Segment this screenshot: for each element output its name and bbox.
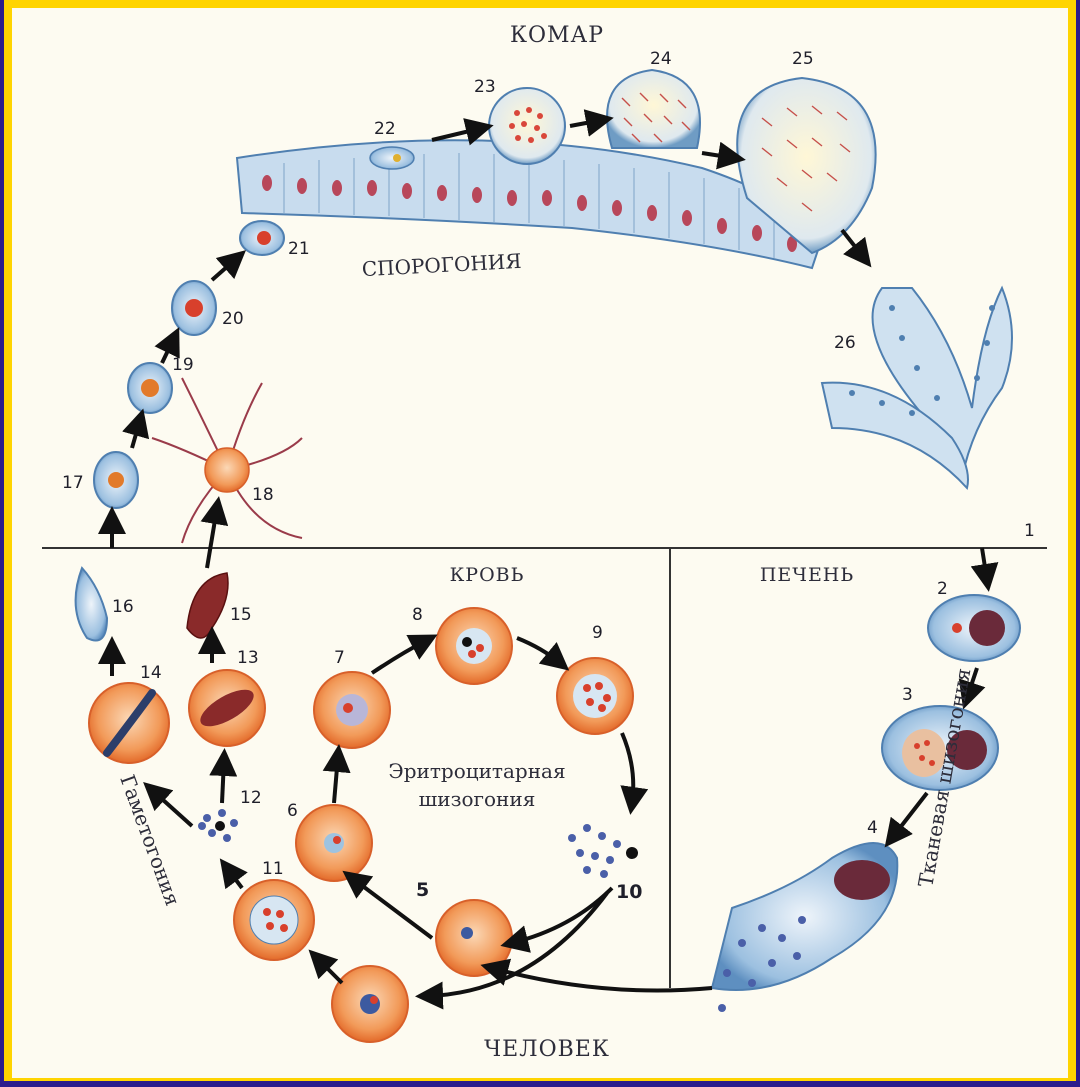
stage-6-label: 6: [287, 801, 298, 821]
stage-7-label: 7: [334, 648, 345, 668]
stage-21-label: 21: [288, 239, 310, 259]
rbc-5: [436, 900, 512, 976]
stage-5-label: 5: [416, 879, 429, 901]
salivary-gland-26: [822, 288, 1012, 488]
gametocyte-16: [76, 568, 107, 641]
stage-22-label: 22: [374, 119, 396, 139]
region-human-label: ЧЕЛОВЕК: [484, 1037, 610, 1062]
erythrocytic-schizogony-line2: шизогония: [419, 787, 536, 811]
liver-schizont-4: [712, 843, 897, 1012]
stage-20-label: 20: [222, 309, 244, 329]
stage-8-label: 8: [412, 605, 423, 625]
zygote-17: [94, 452, 138, 508]
oocyst-23: [489, 88, 565, 164]
merozoites-10: [568, 824, 638, 878]
stage-26-label: 26: [834, 333, 856, 353]
cell-20: [172, 281, 216, 335]
rbc-7: [314, 672, 390, 748]
microgametocyte-18: [152, 378, 302, 543]
ookinete-22: [370, 147, 414, 169]
region-blood-label: КРОВЬ: [450, 564, 525, 586]
stage-4-label: 4: [867, 818, 878, 838]
stage-18-label: 18: [252, 485, 274, 505]
stage-16-label: 16: [112, 597, 134, 617]
stage-13-label: 13: [237, 648, 259, 668]
stage-24-label: 24: [650, 49, 672, 69]
rbc-8: [436, 608, 512, 684]
stage-3-label: 3: [902, 685, 913, 705]
rbc-11: [234, 880, 314, 960]
ookinete-22-nucleus: [393, 154, 401, 162]
gametogony-label: Гаметогония: [115, 772, 185, 909]
diagram-canvas: КОМАР ЧЕЛОВЕК КРОВЬ ПЕЧЕНЬ СПОРОГОНИЯ Эр…: [4, 0, 1076, 1081]
stage-1-label: 1: [1024, 521, 1035, 541]
oocyst-24: [607, 70, 700, 148]
region-mosquito-label: КОМАР: [510, 23, 604, 48]
merozoite-cluster-12: [198, 809, 238, 842]
sporogony-label: СПОРОГОНИЯ: [361, 249, 522, 281]
hepatocyte-2: [928, 595, 1020, 661]
rbc-6: [296, 805, 372, 881]
gametocyte-15: [187, 573, 228, 638]
stage-25-label: 25: [792, 49, 814, 69]
rbc-13: [189, 670, 265, 746]
region-liver-label: ПЕЧЕНЬ: [760, 564, 854, 586]
stage-19-label: 19: [172, 355, 194, 375]
stage-10-label: 10: [616, 881, 642, 903]
rbc-14: [89, 683, 169, 763]
cell-19: [128, 363, 172, 413]
stage-17-label: 17: [62, 473, 84, 493]
stage-2-label: 2: [937, 579, 948, 599]
rbc-ring-bottom: [332, 966, 408, 1042]
stage-9-label: 9: [592, 623, 603, 643]
rbc-9: [557, 658, 633, 734]
stage-15-label: 15: [230, 605, 252, 625]
stage-11-label: 11: [262, 859, 284, 879]
stage-23-label: 23: [474, 77, 496, 97]
malaria-life-cycle-diagram: КОМАР ЧЕЛОВЕК КРОВЬ ПЕЧЕНЬ СПОРОГОНИЯ Эр…: [12, 8, 1068, 1078]
cell-21: [240, 221, 284, 255]
stage-12-label: 12: [240, 788, 262, 808]
stage-14-label: 14: [140, 663, 162, 683]
erythrocytic-schizogony-line1: Эритроцитарная: [388, 759, 565, 783]
